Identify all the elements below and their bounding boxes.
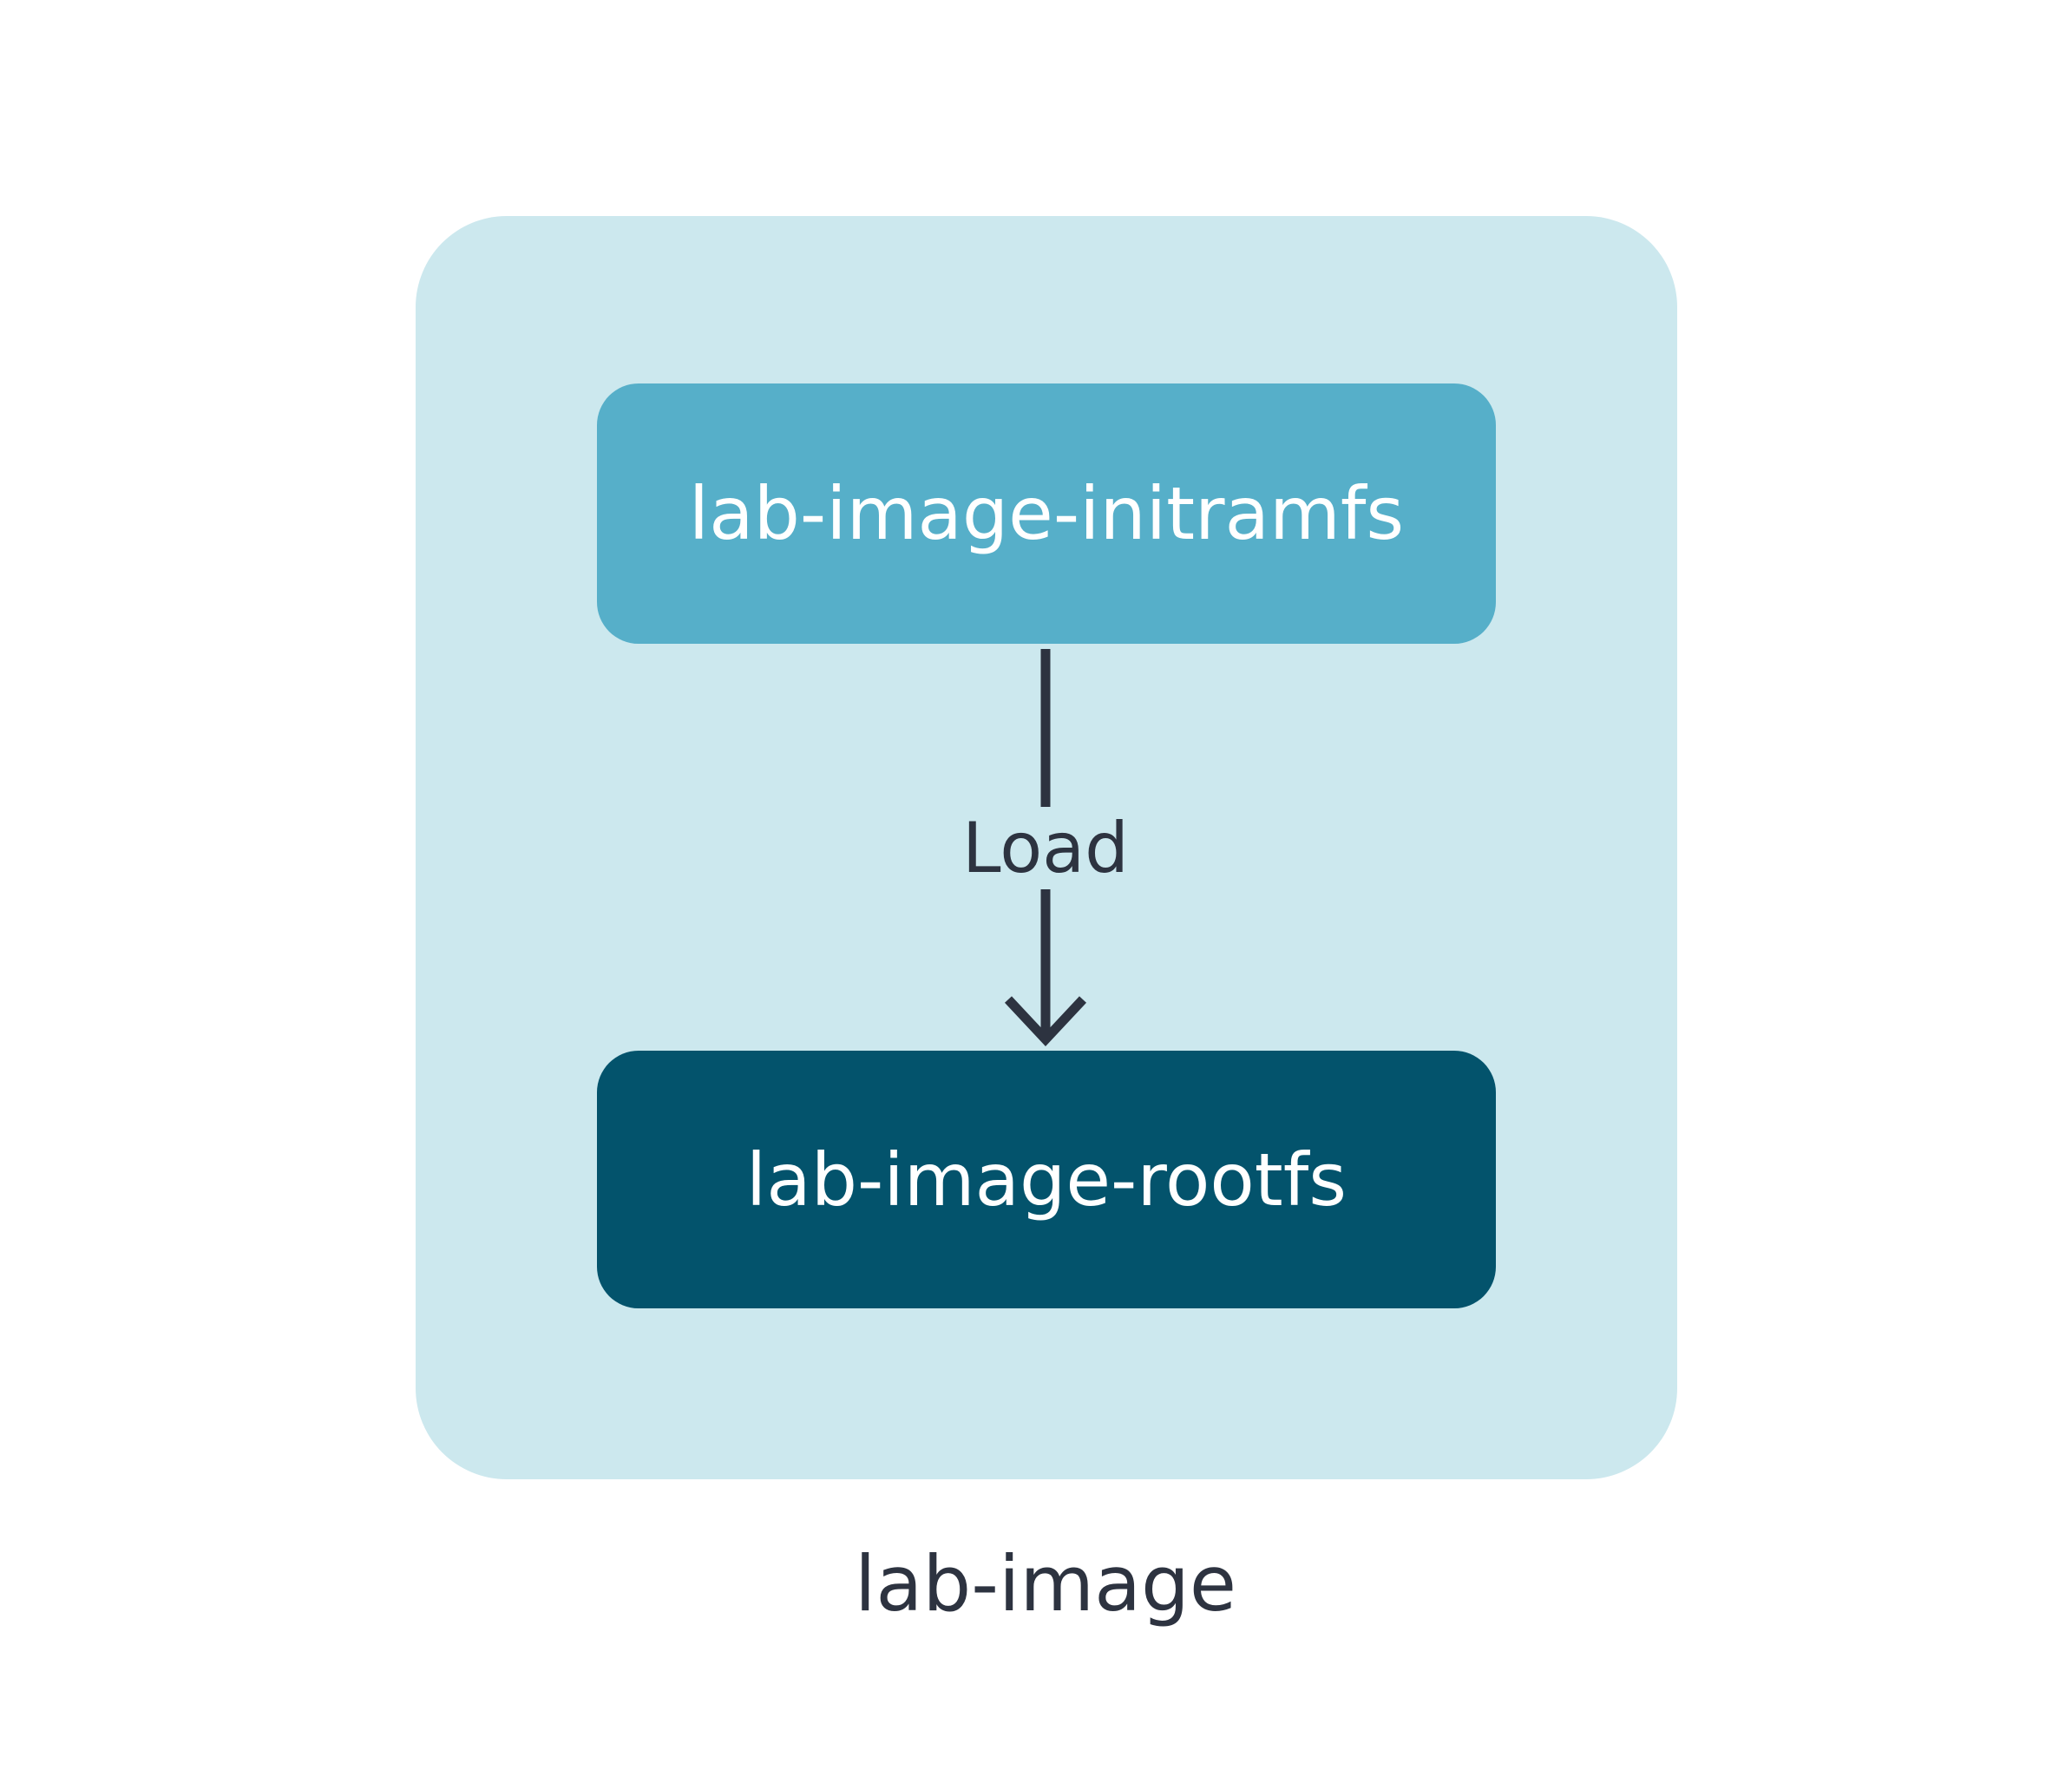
node-lab-image-initramfs[interactable]: lab-image-initramfs <box>597 383 1496 644</box>
node-label: lab-image-initramfs <box>688 471 1405 556</box>
group-label: lab-image <box>854 1538 1237 1629</box>
node-label: lab-image-rootfs <box>745 1137 1347 1222</box>
node-lab-image-rootfs[interactable]: lab-image-rootfs <box>597 1051 1496 1308</box>
edge-label: Load <box>962 808 1129 888</box>
arrowhead-icon <box>1004 996 1087 1047</box>
